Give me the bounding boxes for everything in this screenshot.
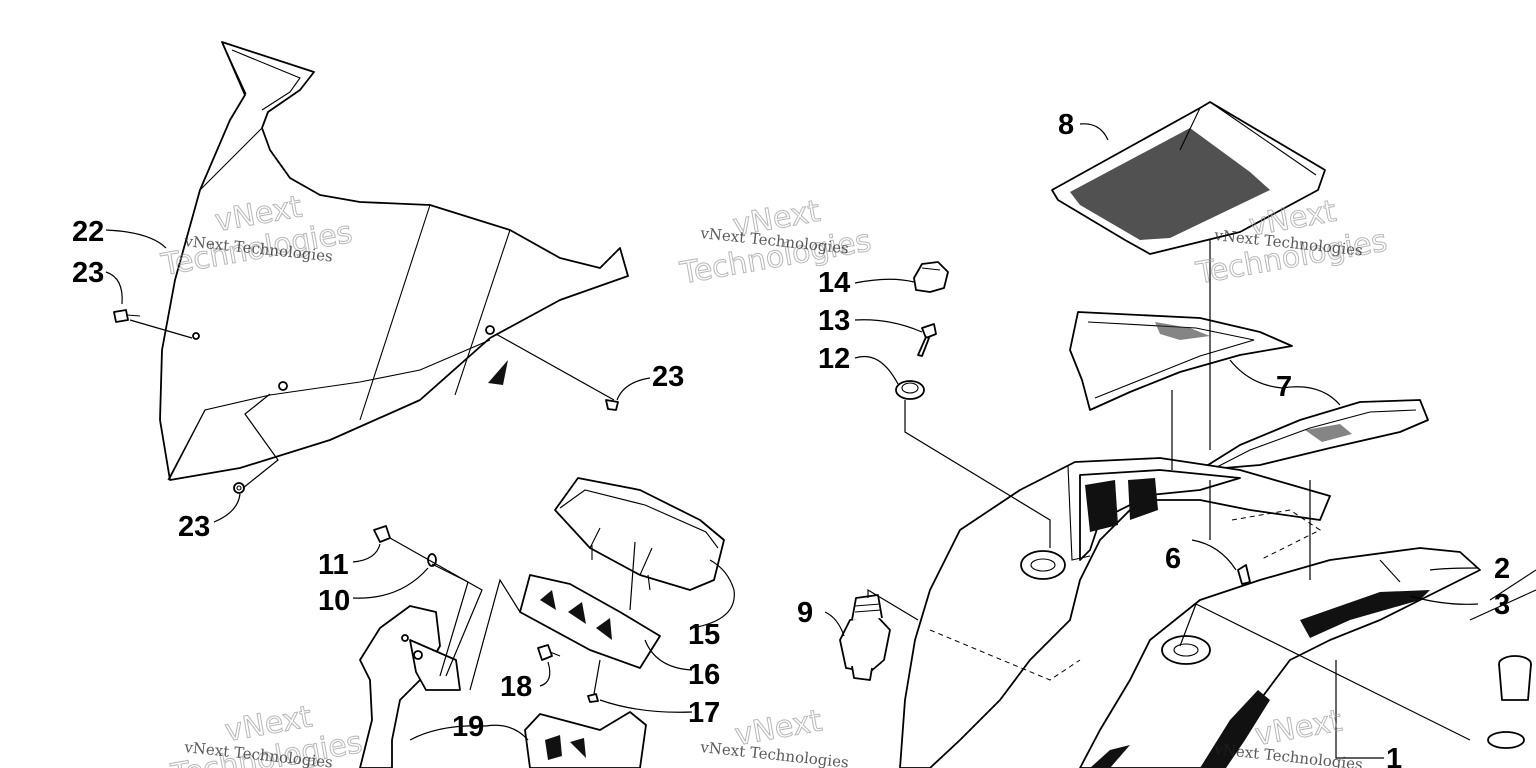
callout-15: 17 bbox=[688, 697, 720, 729]
callout-labels: 22 23 23 23 14 13 12 8 7 6 2 3 1 9 15 16… bbox=[72, 109, 1510, 768]
grommet-23-bottom bbox=[233, 482, 245, 494]
windshield bbox=[159, 41, 629, 481]
nut-19 bbox=[373, 525, 391, 543]
key-11 bbox=[917, 323, 937, 357]
callout-23-bottom: 23 bbox=[178, 511, 210, 543]
leader-lines bbox=[105, 123, 1479, 759]
clip-15 bbox=[587, 693, 599, 703]
callout-9: 9 bbox=[797, 597, 813, 629]
callout-18: 10 bbox=[318, 585, 350, 617]
callout-2: 2 bbox=[1494, 553, 1510, 585]
trim-insert-7-right bbox=[1199, 399, 1429, 471]
key-cap-12 bbox=[913, 261, 949, 293]
callout-11: 13 bbox=[818, 305, 850, 337]
callout-23-right: 23 bbox=[652, 361, 684, 393]
trim-insert-7-left bbox=[1069, 311, 1293, 411]
hood-assembly bbox=[899, 457, 1536, 768]
direction-arrow bbox=[488, 360, 508, 385]
nut-10 bbox=[895, 380, 925, 400]
callout-22: 22 bbox=[72, 216, 104, 248]
bracket-17-lower bbox=[524, 711, 647, 768]
callout-1: 1 bbox=[1386, 743, 1402, 768]
bracket-14 bbox=[519, 574, 661, 669]
callout-10: 12 bbox=[818, 343, 850, 375]
callout-8: 8 bbox=[1058, 109, 1074, 141]
callout-3: 3 bbox=[1494, 589, 1510, 621]
callout-13: 15 bbox=[688, 619, 720, 651]
storage-net-8 bbox=[1051, 101, 1326, 255]
screw-23-left bbox=[113, 309, 141, 323]
mount-bracket-17 bbox=[359, 605, 461, 768]
fuel-cap bbox=[1487, 655, 1532, 749]
callout-19: 11 bbox=[318, 549, 349, 581]
callout-16: 18 bbox=[500, 671, 532, 703]
callout-17: 19 bbox=[452, 711, 484, 743]
bolt-16 bbox=[537, 644, 561, 661]
callout-7: 7 bbox=[1276, 371, 1292, 403]
screw-23-right bbox=[605, 399, 619, 411]
switch-9 bbox=[839, 594, 891, 681]
callout-14: 16 bbox=[688, 659, 720, 691]
callout-23-upper-left: 23 bbox=[72, 257, 104, 289]
callout-12: 14 bbox=[818, 267, 850, 299]
gauge-13 bbox=[554, 477, 725, 591]
callout-6: 6 bbox=[1165, 543, 1181, 575]
